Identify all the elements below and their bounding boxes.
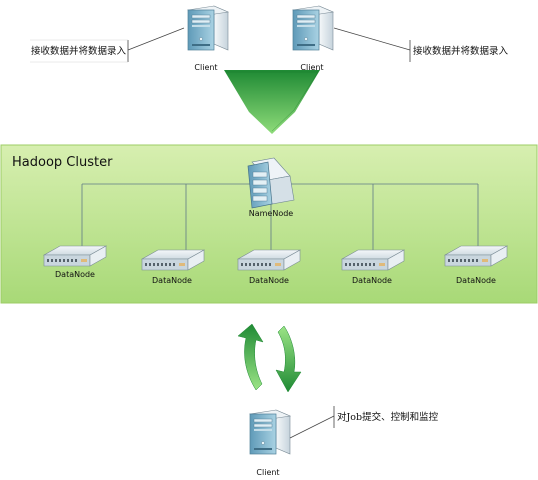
datanode-label: DataNode xyxy=(152,276,192,285)
callout-leader-line xyxy=(333,27,411,51)
datanode: DataNode xyxy=(237,249,301,285)
callout-leader-line xyxy=(127,27,185,51)
client-label: Client xyxy=(256,468,279,477)
callout-text: 接收数据并将数据录入 xyxy=(413,45,509,57)
cluster-title: Hadoop Cluster xyxy=(12,155,113,170)
callout-leader-line xyxy=(289,415,335,439)
callout-bottom: 对Job提交、控制和监控 xyxy=(289,406,439,439)
datanode-label: DataNode xyxy=(456,276,496,285)
client-label: Client xyxy=(194,63,217,72)
callout-text: 对Job提交、控制和监控 xyxy=(337,411,439,423)
datanode-label: DataNode xyxy=(249,276,289,285)
client-top-left: Client xyxy=(187,5,229,72)
client-top-right: Client xyxy=(292,5,334,72)
callout-text: 接收数据并将数据录入 xyxy=(31,45,127,57)
callout-left: 接收数据并将数据录入 xyxy=(30,27,185,63)
namenode-server-icon xyxy=(247,157,295,209)
datanode: DataNode xyxy=(43,245,107,279)
namenode: NameNode xyxy=(247,157,295,218)
client-server-icon xyxy=(249,409,291,455)
client-label: Client xyxy=(300,63,323,72)
datanode-label: DataNode xyxy=(55,270,95,279)
cycle-arrows-icon xyxy=(237,323,302,393)
namenode-label: NameNode xyxy=(249,209,294,218)
down-arrow-icon xyxy=(224,70,320,134)
datanode: DataNode xyxy=(141,249,205,285)
callout-right: 接收数据并将数据录入 xyxy=(333,27,509,62)
datanode: DataNode xyxy=(444,245,508,285)
datanode-label: DataNode xyxy=(352,276,392,285)
client-bottom: Client xyxy=(249,409,291,477)
client-server-icon xyxy=(187,5,229,51)
datanode: DataNode xyxy=(341,249,405,285)
hadoop-cluster: Hadoop Cluster NameNode xyxy=(0,144,538,304)
client-server-icon xyxy=(292,5,334,51)
